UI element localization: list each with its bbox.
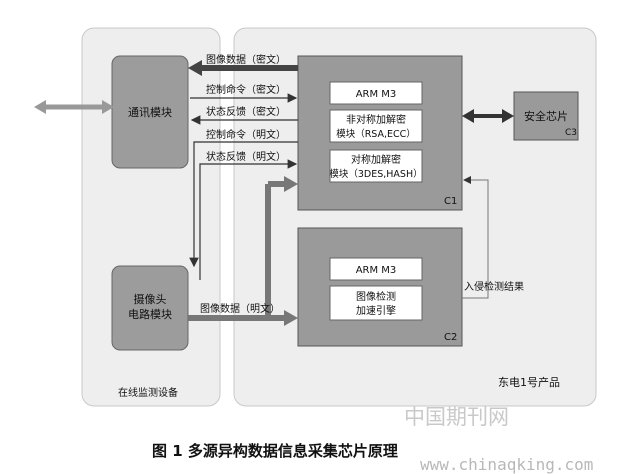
c2-img-label-1: 图像检测: [356, 290, 396, 303]
c2-img-box: [329, 285, 423, 321]
security-chip: [513, 91, 579, 141]
intrusion-result-label: 入侵检测结果: [464, 280, 524, 293]
camera-module-label-1: 摄像头: [134, 292, 167, 306]
camera-module-label-2: 电路模块: [128, 308, 172, 321]
c2-tag: C2: [444, 332, 457, 343]
security-chip-tag: C3: [565, 128, 577, 138]
c1-sym-label-2: 模块（3DES,HASH）: [329, 168, 422, 180]
comm-module: [111, 55, 189, 169]
source-url: www.chinaqking.com: [420, 455, 593, 474]
comm-module-label: 通讯模块: [128, 106, 172, 119]
c2-arm-box: [329, 257, 423, 281]
watermark: 中国期刊网: [404, 405, 509, 429]
control-cmd-plain-arrow: [189, 141, 298, 268]
c2-img-label-2: 加速引擎: [356, 304, 396, 317]
c2-arm-label: ARM M3: [356, 265, 397, 276]
c1-sym-label-1: 对称加解密: [351, 153, 401, 166]
online-monitor-label: 在线监测设备: [118, 386, 178, 399]
external-link-arrow: [34, 100, 114, 114]
image-data-secret-arrow: [188, 60, 298, 76]
image-data-plain-arrow: [188, 176, 298, 326]
c1-arm-label: ARM M3: [356, 89, 397, 100]
c1-asym-label-2: 模块（RSA,ECC）: [336, 128, 416, 140]
c1-sym-box: [329, 149, 423, 183]
figure-caption: 图 1 多源异构数据信息采集芯片原理: [152, 442, 398, 460]
security-chip-label: 安全芯片: [524, 109, 568, 123]
control-cmd-secret-label: 控制命令（密文）: [206, 83, 286, 96]
status-plain-label: 状态反馈（明文）: [206, 150, 286, 163]
intrusion-result-arrow: [462, 176, 489, 299]
image-data-plain-label: 图像数据（明文）: [200, 302, 280, 315]
control-cmd-plain-label: 控制命令（明文）: [206, 128, 286, 141]
status-secret-label: 状态反馈（密文）: [206, 105, 286, 118]
c1-arm-box: [329, 81, 423, 105]
camera-module: [111, 265, 189, 351]
c1-asym-box: [329, 109, 423, 143]
status-plain-arrow: [199, 159, 298, 280]
c1-c3-link-arrow: [462, 109, 514, 123]
image-data-secret-label: 图像数据（密文）: [206, 53, 286, 66]
c1-asym-label-1: 非对称加解密: [346, 113, 406, 126]
product-label: 东电1号产品: [498, 375, 560, 389]
c1-tag: C1: [444, 196, 457, 207]
